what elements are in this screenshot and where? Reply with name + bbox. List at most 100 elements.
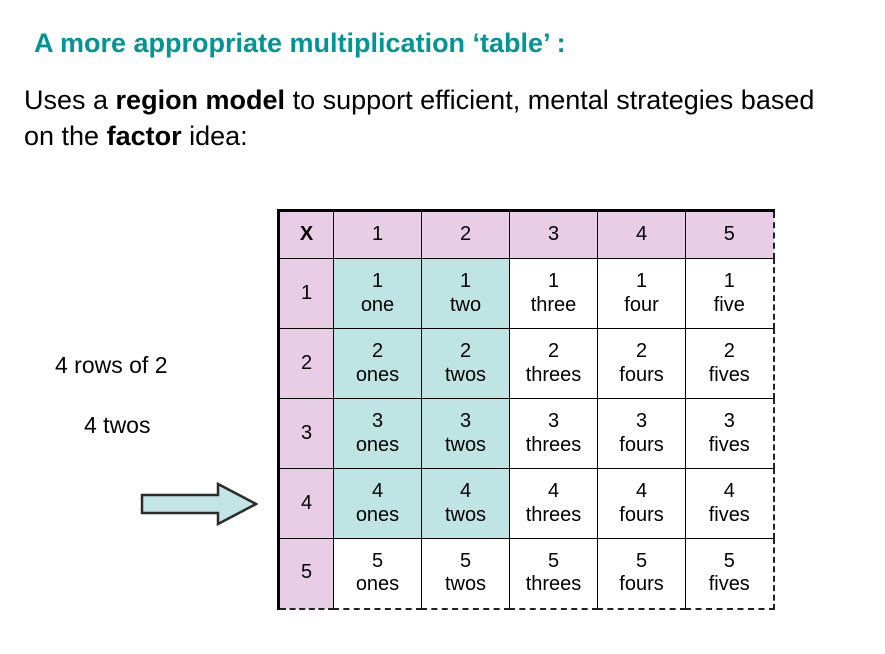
cell-unit-word: fours	[619, 363, 664, 386]
cell-count: 1	[723, 269, 735, 292]
table-row-header-4: 4	[278, 468, 334, 539]
table-row-header-2: 2	[278, 328, 334, 399]
annotation-rows-of: 4 rows of 2	[55, 352, 168, 378]
cell-count: 3	[635, 409, 648, 432]
body-text-middle: to support efficient, mental strategies …	[24, 85, 815, 152]
body-text-bold-factor: factor	[106, 121, 182, 152]
cell-count: 5	[459, 549, 472, 572]
arrow-right-icon	[140, 481, 258, 527]
cell-unit-word: twos	[444, 503, 487, 526]
cell-count: 3	[723, 409, 735, 432]
cell-unit-word: fours	[619, 433, 664, 456]
cell-unit-word: twos	[444, 433, 487, 456]
cell-count: 2	[635, 339, 648, 362]
cell-count: 3	[371, 409, 384, 432]
table-row-header-5: 5	[278, 538, 334, 609]
cell-count: 2	[371, 339, 384, 362]
body-text-prefix: Uses a	[24, 85, 116, 115]
cell-unit-word: ones	[355, 503, 400, 526]
table-row-header-3: 3	[278, 398, 334, 469]
cell-count: 4	[723, 479, 735, 502]
cell-unit-word: fives	[708, 433, 750, 456]
table-row-header-1: 1	[278, 258, 334, 329]
cell-unit-word: fives	[708, 573, 750, 596]
table-column-header-2: 2	[421, 210, 510, 259]
cell-count: 4	[459, 479, 472, 502]
cell-unit-word: threes	[525, 503, 582, 526]
cell-count: 5	[371, 549, 384, 572]
cell-count: 1	[459, 269, 472, 292]
cell-unit-word: fives	[708, 503, 750, 526]
page-title: A more appropriate multiplication ‘table…	[34, 28, 566, 58]
cell-count: 5	[723, 549, 735, 572]
table-column-header-5: 5	[685, 210, 774, 259]
table-column-header-3: 3	[509, 210, 598, 259]
cell-count: 2	[723, 339, 735, 362]
cell-unit-word: three	[530, 293, 577, 316]
table-column-header-1: 1	[333, 210, 422, 259]
cell-count: 1	[371, 269, 384, 292]
cell-unit-word: one	[360, 293, 395, 316]
cell-count: 4	[635, 479, 648, 502]
cell-count: 2	[547, 339, 560, 362]
cell-count: 1	[635, 269, 648, 292]
cell-count: 2	[459, 339, 472, 362]
cell-count: 3	[459, 409, 472, 432]
cell-unit-word: fours	[619, 573, 664, 596]
cell-unit-word: five	[713, 293, 745, 316]
cell-count: 3	[547, 409, 560, 432]
cell-unit-word: twos	[444, 363, 487, 386]
cell-unit-word: ones	[355, 363, 400, 386]
cell-count: 5	[547, 549, 560, 572]
table-corner-label: X	[278, 210, 334, 259]
body-text-suffix: idea:	[181, 121, 248, 152]
cell-unit-word: threes	[525, 573, 582, 596]
annotation-twos: 4 twos	[84, 412, 151, 438]
cell-unit-word: ones	[355, 573, 400, 596]
cell-unit-word: fours	[619, 503, 664, 526]
body-text-bold-region-model: region model	[115, 85, 286, 115]
cell-count: 5	[635, 549, 648, 572]
cell-unit-word: fives	[708, 363, 750, 386]
cell-count: 4	[371, 479, 384, 502]
cell-unit-word: twos	[444, 573, 487, 596]
cell-unit-word: four	[624, 293, 659, 316]
table-column-header-4: 4	[597, 210, 686, 259]
cell-unit-word: two	[449, 293, 482, 316]
arrow-right-shape	[140, 481, 258, 527]
cell-unit-word: threes	[525, 363, 582, 386]
slide-body-text: Uses a region model to support efficient…	[24, 82, 824, 155]
cell-count: 4	[547, 479, 560, 502]
cell-unit-word: threes	[525, 433, 582, 456]
